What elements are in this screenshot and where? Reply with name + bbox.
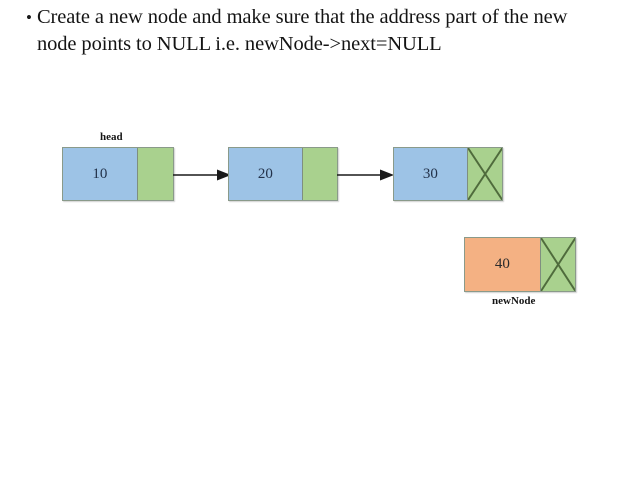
list-node-2[interactable]: 20 (228, 147, 338, 201)
bullet-marker-icon: • (26, 8, 32, 27)
list-node-1-pointer (136, 148, 173, 200)
list-node-3-data: 30 (394, 148, 467, 200)
bullet-block: • Create a new node and make sure that t… (26, 4, 592, 58)
new-node-pointer-null (539, 238, 575, 291)
new-node-label: newNode (492, 295, 536, 307)
new-node[interactable]: 40 (464, 237, 576, 292)
head-label: head (100, 131, 123, 143)
null-cross-icon (467, 148, 502, 200)
arrow-node1-to-node2 (173, 168, 231, 182)
list-node-1[interactable]: 10 (62, 147, 174, 201)
list-node-2-data: 20 (229, 148, 302, 200)
arrow-node2-to-node3 (337, 168, 394, 182)
bullet-row: • Create a new node and make sure that t… (26, 4, 592, 58)
list-node-2-pointer (301, 148, 337, 200)
list-node-3[interactable]: 30 (393, 147, 503, 201)
null-cross-icon (540, 238, 575, 291)
bullet-text: Create a new node and make sure that the… (36, 6, 573, 55)
new-node-data: 40 (465, 238, 540, 291)
list-node-1-data: 10 (63, 148, 137, 200)
list-node-3-pointer-null (466, 148, 502, 200)
